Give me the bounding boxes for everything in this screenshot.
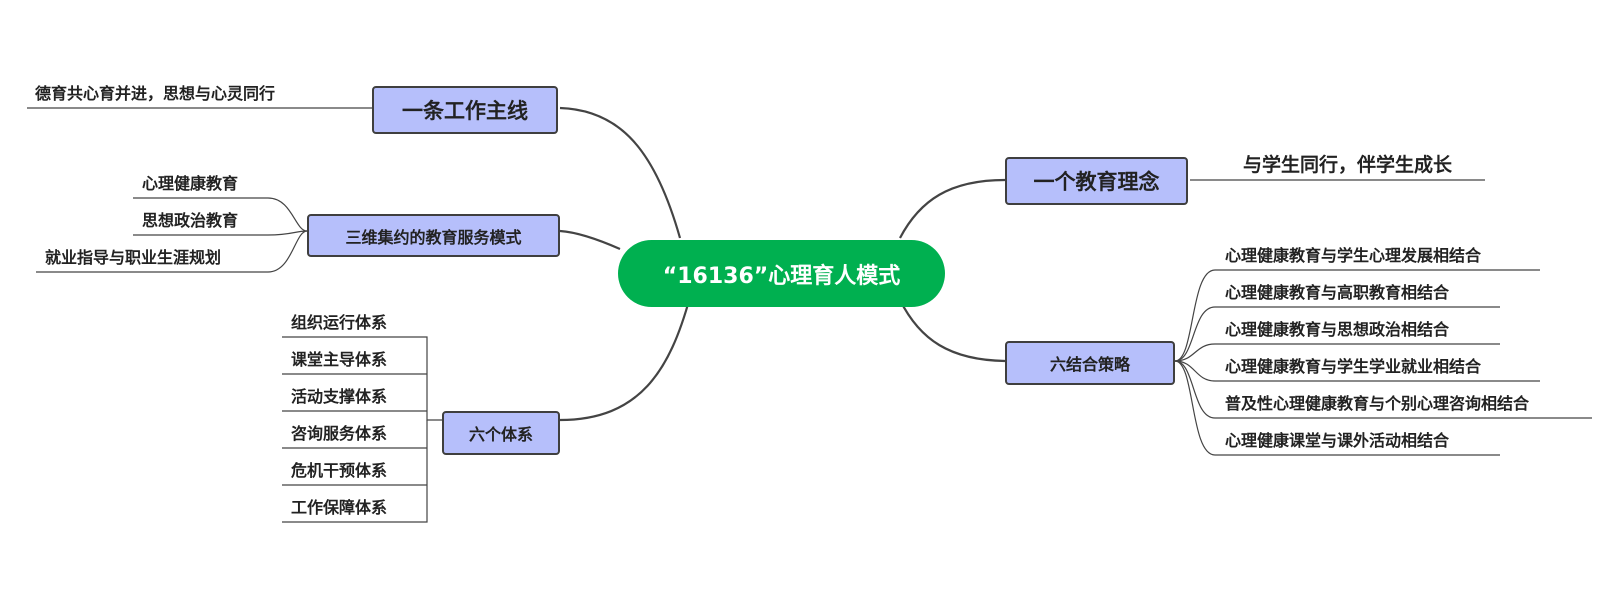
leaf-line-systems-5 <box>282 420 428 523</box>
leaf-six-combinations-0[interactable]: 心理健康教育与学生心理发展相结合 <box>1225 246 1482 265</box>
leaf-line-service-2 <box>36 230 308 273</box>
leaf-six-combinations-5[interactable]: 心理健康课堂与课外活动相结合 <box>1225 431 1450 450</box>
topic-main-line[interactable]: 一条工作主线 <box>372 86 558 134</box>
topic-six-combinations[interactable]: 六结合策略 <box>1005 341 1175 385</box>
topic-one-concept[interactable]: 一个教育理念 <box>1005 157 1188 205</box>
leaf-line-comb-1 <box>1174 306 1500 362</box>
leaf-line-comb-0 <box>1174 269 1540 362</box>
topic-service-mode[interactable]: 三维集约的教育服务模式 <box>307 214 560 257</box>
leaf-six-combinations-3[interactable]: 心理健康教育与学生学业就业相结合 <box>1225 357 1482 376</box>
leaf-line-service-1 <box>133 230 308 236</box>
leaf-six-systems-5[interactable]: 工作保障体系 <box>291 498 388 517</box>
leaf-service-mode-2[interactable]: 就业指导与职业生涯规划 <box>45 248 222 267</box>
leaf-six-combinations-1[interactable]: 心理健康教育与高职教育相结合 <box>1225 283 1450 302</box>
leaf-six-combinations-2[interactable]: 心理健康教育与思想政治相结合 <box>1225 320 1450 339</box>
leaf-six-systems-2[interactable]: 活动支撑体系 <box>291 387 388 406</box>
leaf-six-combinations-4[interactable]: 普及性心理健康教育与个别心理咨询相结合 <box>1225 394 1530 413</box>
leaf-six-systems-1[interactable]: 课堂主导体系 <box>291 350 388 369</box>
leaf-line-systems-0 <box>282 336 442 421</box>
link-main-line <box>559 106 682 239</box>
link-one-concept <box>899 178 1006 239</box>
leaf-line-service-0 <box>133 197 308 232</box>
leaf-six-systems-3[interactable]: 咨询服务体系 <box>291 424 388 443</box>
leaf-main-line-0[interactable]: 德育共心育并进，思想与心灵同行 <box>35 84 276 103</box>
central-topic[interactable]: “16136”心理育人模式 <box>618 240 945 307</box>
leaf-six-systems-4[interactable]: 危机干预体系 <box>291 461 388 480</box>
link-six-systems <box>559 296 692 422</box>
leaf-line-comb-4 <box>1174 360 1592 419</box>
leaf-service-mode-0[interactable]: 心理健康教育 <box>142 174 239 193</box>
topic-six-systems[interactable]: 六个体系 <box>442 411 560 455</box>
link-six-combinations <box>899 299 1006 363</box>
link-service-mode <box>559 229 621 251</box>
leaf-service-mode-1[interactable]: 思想政治教育 <box>142 211 239 230</box>
leaf-line-comb-3 <box>1174 360 1540 382</box>
leaf-line-comb-2 <box>1174 343 1500 362</box>
leaf-line-comb-5 <box>1174 360 1500 456</box>
leaf-one-concept-0[interactable]: 与学生同行，伴学生成长 <box>1243 154 1453 176</box>
leaf-six-systems-0[interactable]: 组织运行体系 <box>291 313 388 332</box>
